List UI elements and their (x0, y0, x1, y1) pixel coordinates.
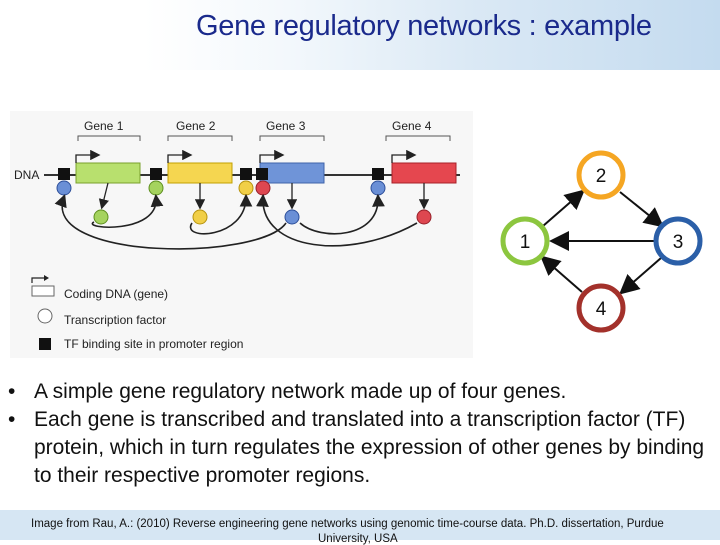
node-4-label: 4 (596, 299, 607, 320)
gene-label-1: Gene 1 (84, 119, 124, 133)
node-3-label: 3 (673, 232, 684, 253)
dna-label: DNA (14, 168, 39, 182)
tf-blue (284, 209, 300, 225)
citation-line-1: Image from Rau, A.: (2010) Reverse engin… (31, 518, 664, 530)
citation-line-2: University, USA (318, 533, 398, 545)
tf-bound-red (255, 180, 271, 196)
edge-1-2 (542, 189, 586, 227)
slide-title: Gene regulatory networks : example (196, 10, 652, 42)
title-bar (0, 0, 720, 70)
edge-4-1 (539, 255, 583, 293)
gene-4-box (391, 162, 457, 184)
node-1-label: 1 (520, 232, 531, 253)
abstract-network-diagram: 2 1 3 4 (500, 150, 703, 333)
edge-3-4 (618, 257, 662, 295)
tf-bound-green (148, 180, 164, 196)
footer-bar (0, 510, 720, 540)
bullet-dot-icon: • (8, 380, 16, 403)
node-3 (653, 216, 703, 266)
bullet-list: • A simple gene regulatory network made u… (6, 378, 706, 490)
bullet-text: Each gene is transcribed and translated … (34, 408, 705, 487)
legend-transcription-factor: Transcription factor (37, 308, 166, 327)
gene-label-4: Gene 4 (392, 119, 432, 133)
gene-network-figure: Gene 1 Gene 2 Gene 3 Gene 4 DNA (10, 111, 473, 358)
tf-red (416, 209, 432, 225)
tf-green (93, 209, 109, 225)
gene-2-box (167, 162, 233, 184)
gene-3-box (259, 162, 325, 184)
legend-label-tf: Transcription factor (64, 313, 166, 327)
legend-label-coding-dna: Coding DNA (gene) (64, 287, 168, 301)
node-2 (576, 150, 626, 200)
legend-label-binding-site: TF binding site in promoter region (64, 337, 243, 351)
bullet-text: A simple gene regulatory network made up… (34, 380, 567, 403)
legend-binding-site: TF binding site in promoter region (39, 337, 243, 351)
tf-bound-blue-2 (370, 180, 386, 196)
tf-bound-blue-1 (56, 180, 72, 196)
gene-1-box (75, 162, 141, 184)
node-4 (576, 283, 626, 333)
tf-bound-yellow (238, 180, 254, 196)
edge-2-3 (619, 191, 665, 228)
bullet-dot-icon: • (8, 408, 16, 431)
legend-coding-dna: Coding DNA (gene) (31, 275, 168, 301)
node-1 (500, 216, 550, 266)
gene-label-2: Gene 2 (176, 119, 216, 133)
tf-yellow (192, 209, 208, 225)
node-2-label: 2 (596, 166, 607, 187)
gene-label-3: Gene 3 (266, 119, 306, 133)
bullet-item: • Each gene is transcribed and translated… (6, 406, 706, 490)
bullet-item: • A simple gene regulatory network made u… (6, 378, 706, 406)
